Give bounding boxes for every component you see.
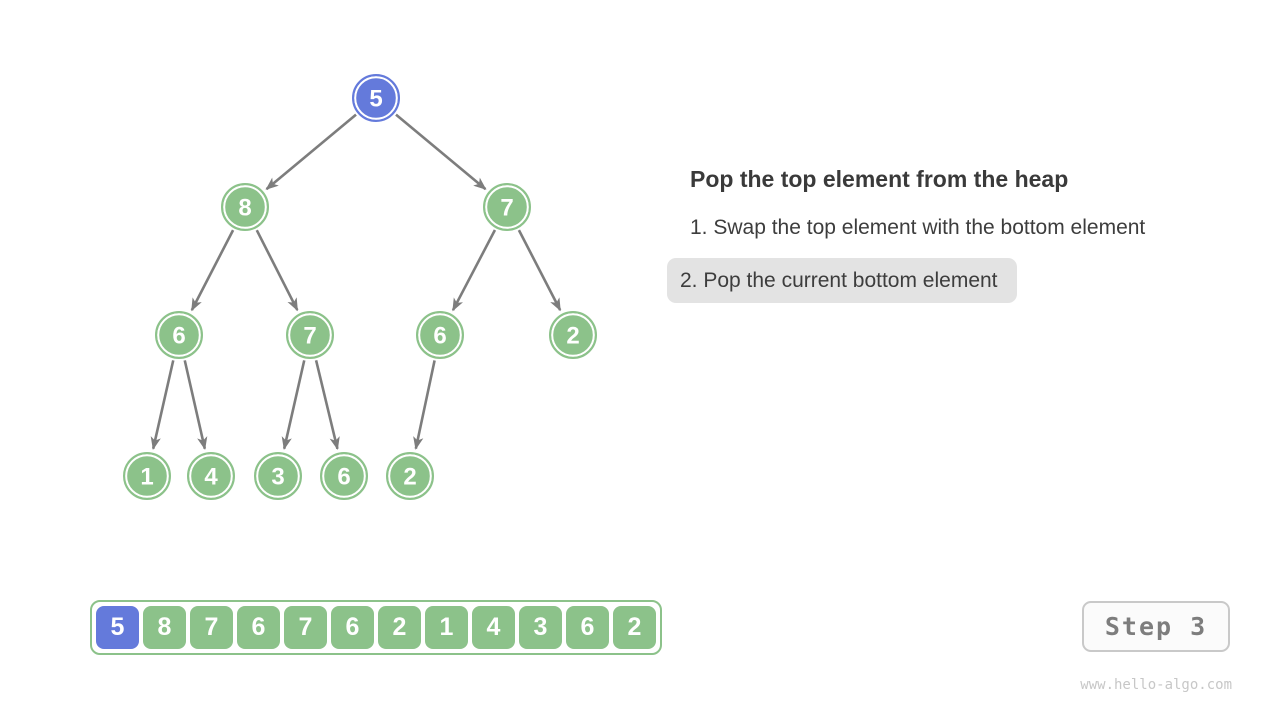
tree-edge <box>451 229 497 312</box>
tree-node: 6 <box>320 452 369 501</box>
step-badge: Step 3 <box>1082 601 1230 652</box>
tree-edge <box>395 113 487 191</box>
array-cell: 6 <box>331 606 374 649</box>
instruction-title: Pop the top element from the heap <box>690 166 1069 192</box>
tree-edge <box>190 229 235 312</box>
tree-node: 4 <box>186 452 235 501</box>
tree-node-value: 1 <box>140 464 153 491</box>
array-cell: 7 <box>190 606 233 649</box>
tree-node: 8 <box>220 182 269 231</box>
tree-edge <box>265 113 357 191</box>
tree-node-value: 6 <box>172 323 185 350</box>
tree-node: 7 <box>286 311 335 360</box>
tree-node-value: 2 <box>566 323 579 350</box>
instruction-step-2-highlighted: 2. Pop the current bottom element <box>667 258 1017 303</box>
array-cell: 2 <box>613 606 656 649</box>
array-cell: 5 <box>96 606 139 649</box>
tree-node-value: 3 <box>271 464 284 491</box>
array-cell: 7 <box>284 606 327 649</box>
tree-node-value: 8 <box>238 195 251 222</box>
tree-edge <box>183 360 208 450</box>
tree-edge <box>413 360 436 450</box>
array-cell: 3 <box>519 606 562 649</box>
tree-edge <box>314 359 340 451</box>
tree-edge <box>517 229 562 312</box>
tree-node: 5 <box>352 73 401 122</box>
tree-edge <box>150 360 175 450</box>
tree-node-value: 4 <box>204 464 218 491</box>
tree-node-value: 2 <box>403 464 416 491</box>
tree-node-value: 6 <box>337 464 350 491</box>
tree-node-value: 6 <box>433 323 446 350</box>
array-cell: 2 <box>378 606 421 649</box>
tree-node-value: 7 <box>500 195 513 222</box>
tree-node: 6 <box>154 311 203 360</box>
tree-node: 7 <box>483 182 532 231</box>
tree-node-value: 7 <box>303 323 316 350</box>
tree-node: 2 <box>549 311 598 360</box>
tree-node: 1 <box>122 452 171 501</box>
tree-edge <box>255 229 299 312</box>
tree-node: 6 <box>416 311 465 360</box>
array-cell: 6 <box>237 606 280 649</box>
watermark: www.hello-algo.com <box>1080 677 1232 693</box>
tree-node-value: 5 <box>369 86 382 113</box>
array-cell: 1 <box>425 606 468 649</box>
tree-edge <box>281 360 306 450</box>
array-cell: 4 <box>472 606 515 649</box>
array-cell: 8 <box>143 606 186 649</box>
heap-tree: 5 8 7 6 7 6 2 1 4 3 6 2 <box>122 73 598 501</box>
tree-node: 3 <box>253 452 302 501</box>
instruction-step-1: 1. Swap the top element with the bottom … <box>690 216 1146 239</box>
array-cell: 6 <box>566 606 609 649</box>
tree-node: 2 <box>386 452 435 501</box>
